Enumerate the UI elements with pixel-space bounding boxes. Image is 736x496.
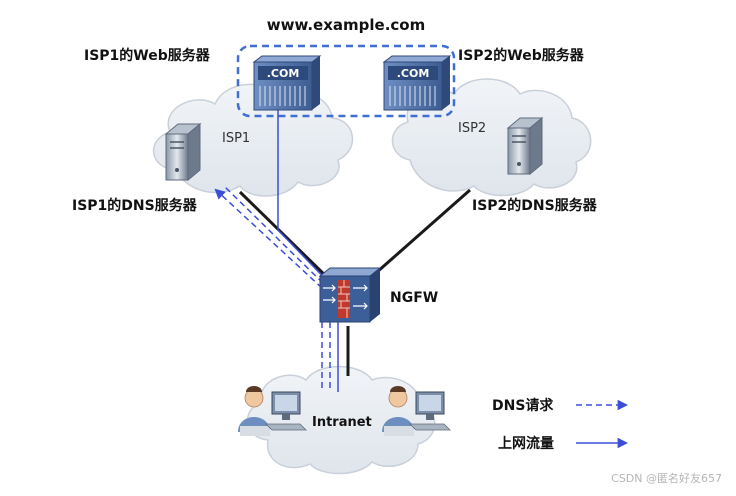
link-isp1-ngfw: [238, 190, 334, 284]
ngfw-firewall-icon: [318, 267, 382, 323]
legend: DNS请求 上网流量: [492, 397, 629, 452]
diagram-title: www.example.com: [267, 16, 426, 34]
isp1-dns-server-icon: [164, 122, 202, 182]
legend-internet-traffic-label: 上网流量: [498, 435, 554, 452]
isp2-dns-server-icon: [506, 116, 544, 176]
isp2-web-server-label: ISP2的Web服务器: [458, 47, 585, 64]
user-workstation-right-icon: [382, 386, 451, 436]
user-workstation-left-icon: [238, 386, 307, 436]
isp1-cloud-icon: [152, 83, 354, 197]
link-isp2-ngfw: [367, 188, 471, 282]
dns-request-flow-4: [223, 185, 331, 291]
isp1-dns-server-label: ISP1的DNS服务器: [72, 197, 198, 214]
isp1-web-server-label: ISP1的Web服务器: [84, 47, 211, 64]
isp1-web-server-icon: .COM: [252, 55, 322, 111]
ngfw-label: NGFW: [390, 290, 438, 306]
isp2-dns-server-label: ISP2的DNS服务器: [472, 197, 598, 214]
legend-dns-request-label: DNS请求: [492, 397, 554, 414]
intranet-label: Intranet: [312, 415, 372, 430]
web-server-group-border: [236, 44, 456, 118]
isp1-cloud-label: ISP1: [222, 131, 250, 146]
com-label-right: .COM: [397, 67, 430, 80]
com-label-left: .COM: [267, 67, 300, 80]
watermark: CSDN @匿名好友657: [611, 471, 722, 485]
isp2-cloud-label: ISP2: [458, 121, 486, 136]
isp2-web-server-icon: .COM: [382, 55, 452, 111]
dns-request-flow-2: [214, 188, 323, 289]
physical-links: [238, 188, 471, 376]
